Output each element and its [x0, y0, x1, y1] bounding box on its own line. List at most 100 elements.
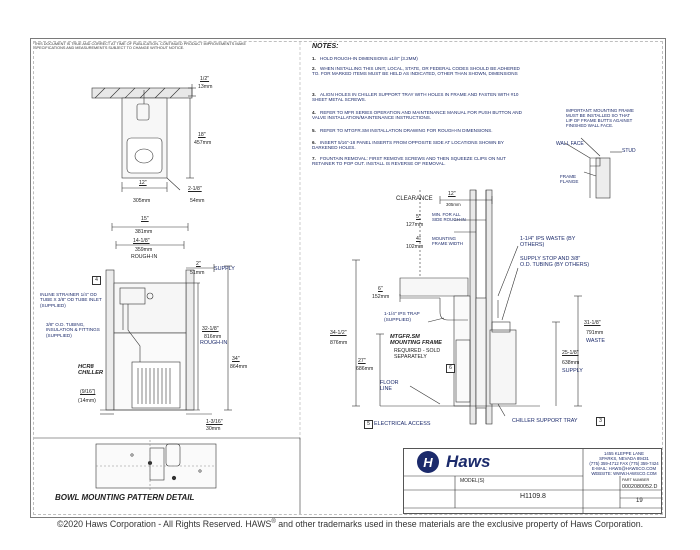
dim-six-inch: 6"	[378, 286, 383, 292]
important-note: IMPORTANT: MOUNTING FRAME MUST BE INSTAL…	[566, 108, 634, 128]
callout-5: 5	[364, 420, 373, 429]
brand-wordmark: Haws	[446, 452, 491, 471]
note-text: FOUNTAIN REMOVAL: FIRST REMOVE SCREWS AN…	[312, 156, 506, 167]
strainer-label: INLINE STRAINER 1/4" OD TUBE X 3/8" OD T…	[40, 292, 102, 308]
dim-waste-mm: 791mm	[586, 330, 604, 336]
dim-width-inch: 12"	[139, 180, 147, 186]
notes-title: NOTES:	[312, 43, 339, 50]
dim-overall-width-inch: 15"	[141, 216, 149, 222]
dim-overall-height-mm: 876mm	[330, 340, 348, 346]
note-text: ALIGN HOLES IN CHILLER SUPPORT TRAY WITH…	[312, 92, 519, 103]
drawing-sheet-border	[30, 38, 666, 518]
dim-width-mm: 305mm	[133, 198, 151, 204]
note-item-4: 4.REFER TO MFR SERIES OPERATION AND MAIN…	[312, 110, 522, 121]
dim-bottom-left-mm: (14mm)	[78, 398, 96, 404]
note-number: 5.	[312, 128, 316, 133]
chiller-label: HCR8 CHILLER	[78, 364, 104, 377]
dim-supply-mm: 51mm	[190, 270, 205, 276]
dim-bottom-right-mm: 30mm	[206, 426, 221, 432]
address-line: WEBSITE: WWW.HAWSCO.COM	[591, 471, 657, 476]
note-text: INSERT 5/16"-18 PANEL INSERTS FROM OPPOS…	[312, 140, 504, 151]
dim-top-mm: 13mm	[198, 84, 213, 90]
page-number: 19	[636, 498, 643, 504]
address-line: E-MAIL: HAWS@HAWSCO.COM	[591, 466, 657, 471]
dim-supply-height-inch: 25-1/8"	[562, 350, 579, 356]
frame-flange-label: FRAME FLANGE	[560, 174, 579, 185]
dim-clearance-inch: 12"	[448, 191, 456, 197]
supply-stop-label: SUPPLY STOP AND 3/8" O.D. TUBING (BY OTH…	[520, 256, 589, 269]
dim-roughin-width-inch: 14-1/8"	[133, 238, 150, 244]
note-text: REFER TO MFR SERIES OPERATION AND MAINTE…	[312, 110, 522, 121]
note-number: 6.	[312, 140, 316, 145]
model-label: MODEL(S)	[460, 478, 485, 484]
callout-4: 4	[92, 276, 101, 285]
frame-name-label: MTGFR.SM MOUNTING FRAME	[390, 334, 442, 347]
dim-min-inch: 5"	[416, 214, 421, 220]
dim-min-mm: 127mm	[406, 222, 424, 228]
clearance-label: CLEARANCE	[396, 196, 433, 202]
disclaimer-text: THIS DOCUMENT IS TRUE AND CORRECT AT TIM…	[34, 42, 247, 51]
wall-face-label: WALL FACE	[556, 141, 584, 147]
note-text: WHEN INSTALLING THIS UNIT, LOCAL, STATE,…	[312, 66, 520, 77]
note-item-6: 6.INSERT 5/16"-18 PANEL INSERTS FROM OPP…	[312, 140, 522, 151]
waste-word: WASTE	[586, 338, 605, 344]
dim-waste-inch: 31-1/8"	[584, 320, 601, 326]
dim-side-inch: 2-1/8"	[188, 186, 202, 192]
part-number: 0002080052.D	[622, 484, 658, 490]
address-line: (775) 359-4712 FAX (775) 359-7424	[589, 461, 659, 466]
min-label: MIN. FOR ALL SIDE ROUGH-IN	[432, 212, 466, 222]
dim-depth-mm: 457mm	[194, 140, 212, 146]
waste-label: 1-1/4" IPS WASTE (BY OTHERS)	[520, 236, 576, 249]
frame-label: MOUNTING FRAME WIDTH	[432, 236, 463, 246]
bowl-mounting-pattern-title: BOWL MOUNTING PATTERN DETAIL	[55, 493, 195, 502]
dim-bottom-left-inch: (9/16")	[80, 389, 96, 395]
tubing-label: 3/8" O.D. TUBING, INSULATION & FITTINGS …	[46, 322, 100, 338]
trap-label: 1-1/4" IPS TRAP (SUPPLIED)	[384, 312, 420, 324]
electrical-access-label: ELECTRICAL ACCESS	[374, 421, 431, 427]
dim-top-inch: 1/2"	[200, 76, 210, 82]
part-number-label: PART NUMBER	[622, 478, 650, 482]
registered-mark: ®	[271, 519, 276, 526]
stud-label: STUD	[622, 148, 636, 154]
dim-bottom-right-inch: 1-3/16"	[206, 419, 223, 425]
copyright-footer: ©2020 Haws Corporation - All Rights Rese…	[0, 519, 700, 529]
dim-overall-height-inch: 34-1/2"	[330, 330, 347, 336]
note-item-7: 7.FOUNTAIN REMOVAL: FIRST REMOVE SCREWS …	[312, 156, 522, 167]
dim-clearance-mm: 305mm	[446, 202, 461, 207]
frame-required-label: REQUIRED - SOLD SEPARATELY	[394, 348, 441, 361]
note-item-3: 3.ALIGN HOLES IN CHILLER SUPPORT TRAY WI…	[312, 92, 522, 103]
dim-overall-width-mm: 381mm	[135, 229, 153, 235]
floor-line-label: FLOOR LINE	[380, 380, 399, 393]
dim-side-mm: 54mm	[190, 198, 205, 204]
roughin-label: ROUGH-IN	[131, 254, 158, 260]
supply-label: SUPPLY	[214, 266, 235, 272]
dim-supply-inch: 2"	[196, 261, 201, 267]
address-line: 1455 KLEPPE LANE	[604, 451, 644, 456]
supply-word: SUPPLY	[562, 368, 583, 374]
trademark-text: and other trademarks used in these mater…	[278, 519, 644, 529]
dim-27-mm: 686mm	[356, 366, 374, 372]
trademark-brand: HAWS	[245, 519, 272, 529]
callout-6: 6	[446, 364, 455, 373]
dim-roughin-width-mm: 359mm	[135, 247, 153, 253]
title-block	[403, 448, 662, 514]
dim-height-inch: 34"	[232, 356, 240, 362]
note-number: 1.	[312, 56, 316, 61]
dim-six-mm: 152mm	[372, 294, 390, 300]
dim-frame-inch: 4"	[416, 236, 421, 242]
address-line: SPARKS, NEVADA 89431	[599, 456, 649, 461]
dim-height-mm: 864mm	[230, 364, 248, 370]
note-number: 2.	[312, 66, 316, 71]
dim-depth-inch: 18"	[198, 132, 206, 138]
chiller-support-tray-label: CHILLER SUPPORT TRAY	[512, 418, 578, 424]
model-number: H1109.8	[520, 493, 546, 500]
haws-logo-mark: H	[417, 451, 439, 473]
dim-roughin-height-mm: 816mm	[204, 334, 222, 340]
company-address: 1455 KLEPPE LANE SPARKS, NEVADA 89431 (7…	[589, 451, 659, 476]
dim-frame-mm: 102mm	[406, 244, 424, 250]
note-item-2: 2.WHEN INSTALLING THIS UNIT, LOCAL, STAT…	[312, 66, 522, 77]
dim-27-inch: 27"	[358, 358, 366, 364]
dim-supply-height-mm: 638mm	[562, 360, 580, 366]
note-text: HOLD ROUGH-IN DIMENSIONS ±1/8" (3.2mm)	[320, 56, 418, 61]
